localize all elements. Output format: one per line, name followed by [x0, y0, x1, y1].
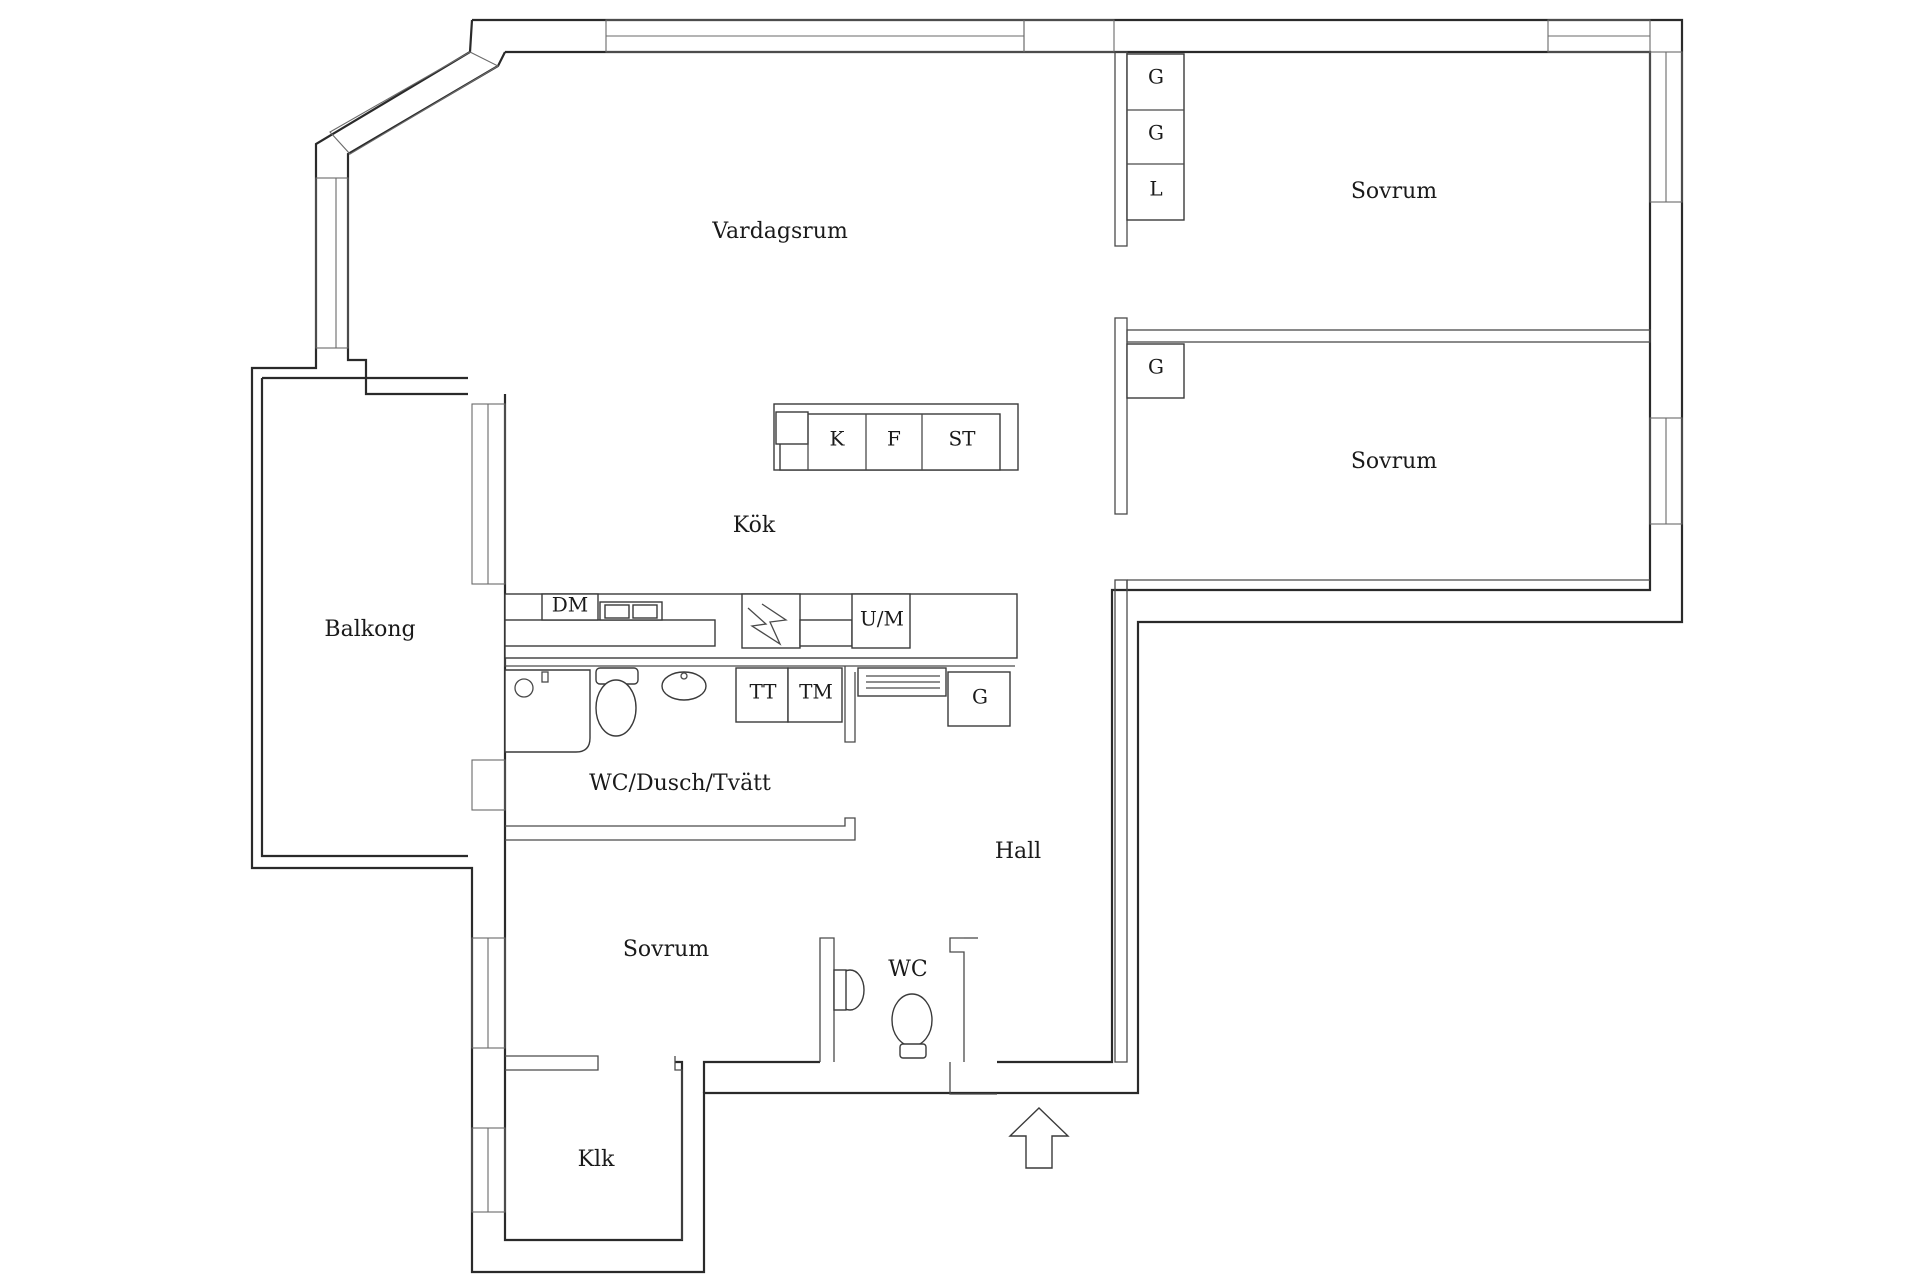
label-dryer: TT [749, 680, 777, 704]
label-hall-closet-g: G [972, 685, 988, 709]
label-closet-g-3: G [1148, 355, 1164, 379]
label-closet-l: L [1149, 177, 1162, 201]
label-sovrum-1: Sovrum [1351, 179, 1437, 204]
label-island-st: ST [948, 427, 976, 451]
windows [315, 19, 1683, 1213]
label-closet-g-1: G [1148, 65, 1164, 89]
interior-walls [504, 51, 1651, 1240]
label-vardagsrum: Vardagsrum [711, 219, 848, 244]
label-klk: Klk [578, 1147, 615, 1172]
label-wc: WC [888, 957, 927, 982]
label-island-k: K [830, 427, 846, 451]
label-closet-g-2: G [1148, 121, 1164, 145]
wc-fixtures [833, 969, 933, 1059]
label-oven-micro: U/M [860, 607, 904, 631]
label-sovrum-3: Sovrum [623, 937, 709, 962]
wardrobes [947, 53, 1185, 727]
label-washer: TM [799, 680, 833, 704]
label-kok: Kök [733, 513, 776, 538]
kitchen-counter [504, 593, 1018, 659]
up-arrow-icon [1008, 1107, 1070, 1169]
label-sovrum-2: Sovrum [1351, 449, 1437, 474]
label-dishwasher: DM [552, 593, 589, 617]
label-wc-dusch-tvatt: WC/Dusch/Tvätt [589, 771, 771, 796]
label-hall: Hall [995, 839, 1041, 864]
room-labels: Vardagsrum Kök Balkong Sovrum Sovrum Sov… [324, 179, 1437, 1172]
bathroom-fixtures [504, 667, 947, 753]
kitchen-island [773, 403, 1019, 471]
label-balkong: Balkong [324, 617, 415, 642]
fixture-labels: G G L G K F ST DM U/M TT TM G [552, 65, 1164, 709]
label-island-f: F [887, 427, 901, 451]
